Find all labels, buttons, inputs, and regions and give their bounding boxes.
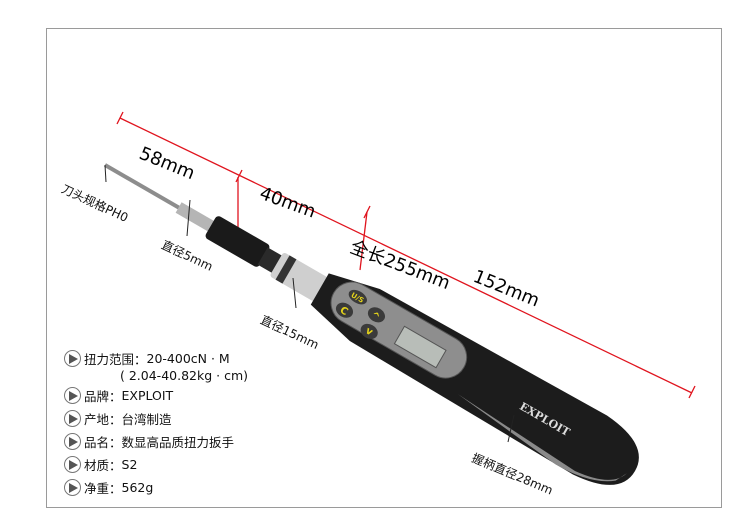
down-button-label: v xyxy=(363,325,375,338)
spec-value: 数显高品质扭力扳手 xyxy=(121,435,235,450)
dimension-tick xyxy=(235,169,243,183)
spec-label: 品牌： xyxy=(84,389,122,404)
bit-shaft xyxy=(104,163,197,220)
lcd-display xyxy=(393,325,447,369)
us-button[interactable]: U/S xyxy=(346,287,369,307)
image-frame xyxy=(46,28,722,508)
collar-ring xyxy=(275,255,297,284)
spec-value: EXPLOIT xyxy=(121,388,174,403)
callout-pointers xyxy=(104,164,515,443)
spec-torque-range-sub: ( 2.04-40.82kg · cm) xyxy=(64,366,248,384)
arrow-bullet-icon xyxy=(64,456,81,473)
spec-label: 品名： xyxy=(84,435,122,450)
spec-origin: 产地：台湾制造 xyxy=(64,407,248,430)
down-button[interactable]: v xyxy=(358,321,381,342)
arrow-bullet-icon xyxy=(64,350,81,367)
spec-value: ( 2.04-40.82kg · cm) xyxy=(120,367,248,383)
torque-screwdriver: U/S C ^ v EXPLOIT xyxy=(104,163,639,485)
spec-label: 产地： xyxy=(84,412,122,427)
spec-value: 20-400cN · M xyxy=(146,351,230,366)
spec-value: 台湾制造 xyxy=(121,412,172,427)
up-button[interactable]: ^ xyxy=(365,304,388,326)
spec-weight: 净重：562g xyxy=(64,476,248,499)
bit-holder xyxy=(175,202,217,233)
spec-product-name: 品名：数显高品质扭力扳手 xyxy=(64,430,248,453)
spec-value: 562g xyxy=(121,480,154,495)
dimension-line-top xyxy=(119,117,693,394)
spec-list: 扭力范围：20-400cN · M ( 2.04-40.82kg · cm) 品… xyxy=(64,347,248,499)
spec-brand: 品牌：EXPLOIT xyxy=(64,384,248,407)
arrow-bullet-icon xyxy=(64,410,81,427)
spec-value: S2 xyxy=(121,457,138,472)
dimension-tick xyxy=(116,111,124,125)
extension-line xyxy=(359,211,368,271)
quick-chuck xyxy=(205,216,270,267)
c-button[interactable]: C xyxy=(333,300,356,321)
arrow-bullet-icon xyxy=(64,433,81,450)
spec-material: 材质：S2 xyxy=(64,453,248,476)
spec-label: 净重： xyxy=(84,481,122,496)
spec-label: 材质： xyxy=(84,458,122,473)
dimension-tick xyxy=(688,385,696,399)
c-button-label: C xyxy=(338,305,350,318)
dimension-lines xyxy=(116,111,696,399)
spec-label: 扭力范围： xyxy=(84,352,147,367)
arrow-bullet-icon xyxy=(64,479,81,496)
spec-torque-range: 扭力范围：20-400cN · M xyxy=(64,347,248,370)
arrow-bullet-icon xyxy=(64,387,81,404)
